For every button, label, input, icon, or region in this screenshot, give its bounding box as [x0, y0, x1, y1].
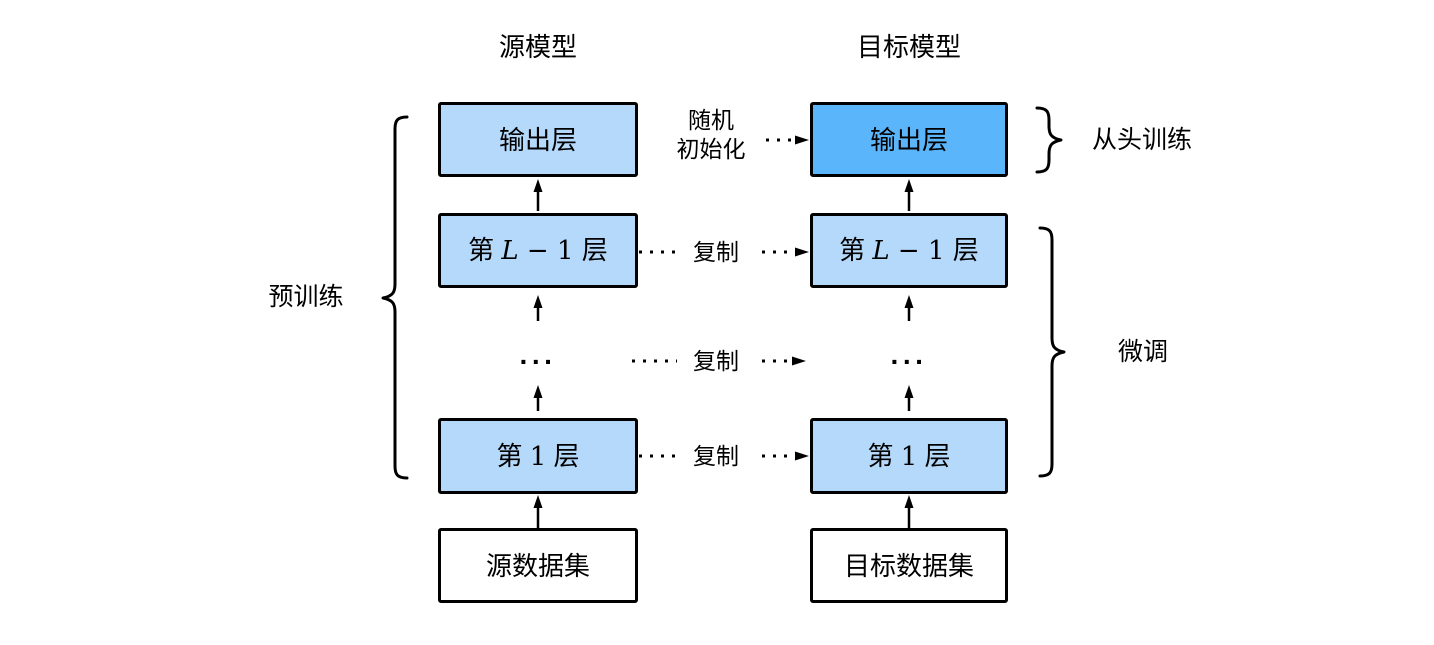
up-arrow-head	[533, 385, 543, 398]
layer-l-minus-1-label: 第 L − 1 层	[839, 235, 979, 266]
up-arrow-head	[904, 295, 914, 308]
dashed-arrow-head	[795, 247, 809, 257]
source-model-title: 源模型	[498, 31, 577, 62]
train-from-scratch-brace	[1035, 106, 1063, 174]
target-layer-l-minus-1-box: 第 L − 1 层	[810, 213, 1008, 288]
copy-label-top: 复制	[693, 238, 739, 265]
target-dataset-label: 目标数据集	[843, 550, 974, 581]
target-layer-1-box: 第 1 层	[810, 418, 1008, 494]
target-model-title: 目标模型	[856, 31, 961, 62]
up-arrow-head	[904, 385, 914, 398]
layer-1-label: 第 1 层	[867, 440, 951, 472]
up-arrow-head	[533, 179, 543, 192]
source-dataset-label: 源数据集	[485, 550, 590, 581]
train-from-scratch-label: 从头训练	[1091, 126, 1192, 155]
pretrain-brace	[381, 115, 409, 480]
target-ellipsis: ···	[890, 345, 928, 377]
dashed-arrow-head	[795, 135, 809, 145]
up-arrow-head	[904, 495, 914, 508]
dashed-copy-arrows	[632, 135, 809, 461]
finetune-label: 微调	[1117, 338, 1168, 367]
copy-label-bottom: 复制	[693, 442, 739, 469]
up-arrow-head	[533, 295, 543, 308]
copy-label-middle: 复制	[693, 347, 739, 374]
random-init-label: 随机 初始化	[646, 106, 776, 164]
random-init-line2: 初始化	[676, 136, 746, 162]
math-number-1: 1	[900, 441, 918, 472]
source-layer-l-minus-1-box: 第 L − 1 层	[438, 213, 638, 288]
math-variable-L: L	[872, 236, 890, 266]
target-output-layer-label: 输出层	[869, 124, 948, 155]
source-ellipsis: ···	[519, 345, 557, 377]
dashed-arrow-head	[795, 451, 809, 461]
up-arrow-head	[904, 179, 914, 192]
source-output-layer-box: 输出层	[438, 102, 638, 177]
layer-1-label: 第 1 层	[496, 440, 580, 472]
source-layer-1-box: 第 1 层	[438, 418, 638, 494]
up-arrow-head	[533, 495, 543, 508]
source-dataset-box: 源数据集	[438, 528, 638, 603]
random-init-line1: 随机	[688, 107, 734, 134]
dashed-arrow-head	[792, 356, 806, 366]
math-number-1: 1	[529, 441, 547, 472]
math-variable-L: L	[501, 236, 519, 266]
pretrain-label: 预训练	[268, 283, 344, 312]
source-output-layer-label: 输出层	[498, 124, 577, 155]
layer-l-minus-1-label: 第 L − 1 层	[468, 235, 608, 266]
target-output-layer-box: 输出层	[810, 102, 1008, 177]
finetune-brace	[1038, 226, 1066, 478]
target-dataset-box: 目标数据集	[810, 528, 1008, 603]
